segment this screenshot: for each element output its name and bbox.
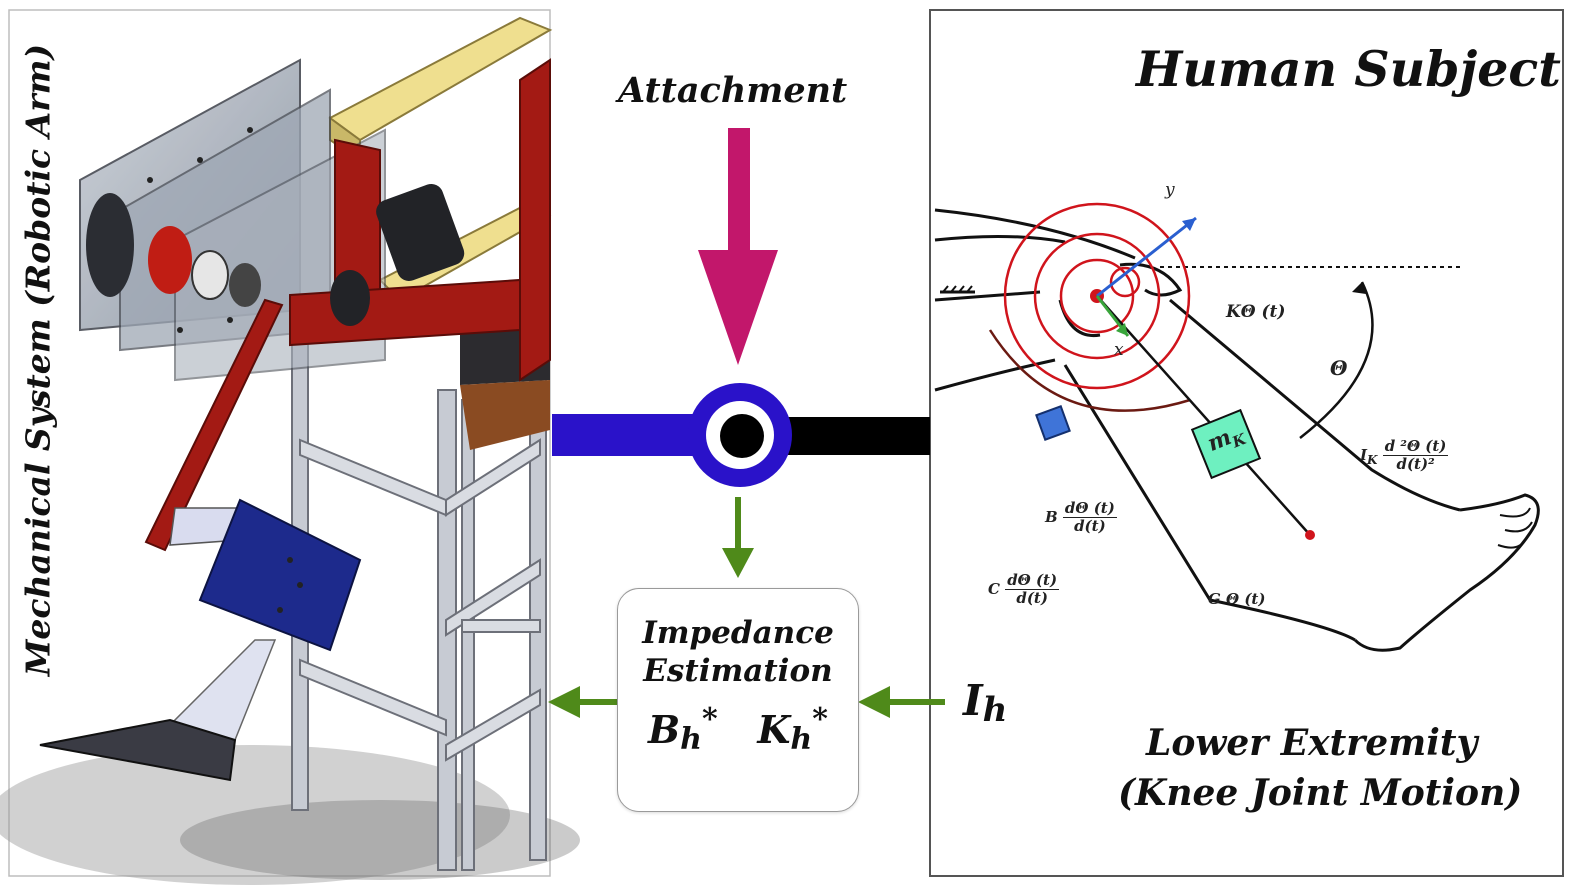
estimation-line2: Estimation bbox=[643, 653, 833, 689]
inertia-den: d(t)² bbox=[1396, 455, 1435, 474]
k-sup: * bbox=[812, 702, 828, 737]
stiffness-term: KΘ (t) bbox=[1226, 302, 1286, 322]
ih-main: I bbox=[963, 676, 983, 725]
b-main: B bbox=[648, 707, 681, 752]
inertia-num: d ²Θ (t) bbox=[1382, 437, 1449, 457]
damping-coeff: B bbox=[1045, 507, 1058, 526]
attachment-joint bbox=[552, 383, 930, 487]
b-sub: h bbox=[680, 722, 702, 757]
human-leg-illustration bbox=[929, 9, 1564, 877]
damping-num: dΘ (t) bbox=[1062, 499, 1117, 519]
human-subject-title: Human Subject bbox=[1136, 40, 1561, 98]
inertia-coeff: I bbox=[1360, 445, 1368, 464]
k-sub: h bbox=[790, 722, 813, 757]
b-sup: * bbox=[701, 702, 718, 737]
friction-coeff: C bbox=[988, 579, 1000, 598]
attachment-label: Attachment bbox=[618, 70, 848, 111]
flow-arrows bbox=[548, 497, 945, 718]
gravity-term: G Θ (t) bbox=[1208, 590, 1266, 608]
knee-joint-motion-label: (Knee Joint Motion) bbox=[1118, 772, 1523, 814]
damping-den: d(t) bbox=[1074, 517, 1106, 536]
friction-den: d(t) bbox=[1016, 589, 1048, 608]
friction-num: dΘ (t) bbox=[1005, 571, 1060, 591]
friction-term: C dΘ (t)d(t) bbox=[988, 571, 1060, 608]
axis-x-label: x bbox=[1114, 340, 1124, 360]
k-main: K bbox=[757, 707, 791, 752]
mechanical-system-label: Mechanical System (Robotic Arm) bbox=[18, 43, 58, 677]
robotic-arm-illustration bbox=[0, 9, 580, 885]
impedance-estimation-box: Impedance Estimation Bh* Kh* bbox=[617, 588, 859, 812]
lower-extremity-label: Lower Extremity bbox=[1146, 722, 1478, 764]
input-ih: Ih bbox=[963, 676, 1007, 730]
inertia-term: IK d ²Θ (t)d(t)² bbox=[1360, 437, 1449, 474]
estimation-line1: Impedance bbox=[642, 615, 834, 651]
damping-term: B dΘ (t)d(t) bbox=[1045, 499, 1117, 536]
angle-theta: Θ bbox=[1330, 356, 1348, 380]
axis-y-label: y bbox=[1165, 180, 1175, 200]
inertia-sub: K bbox=[1367, 452, 1378, 467]
estimated-parameters: Bh* Kh* bbox=[618, 702, 858, 757]
ih-sub: h bbox=[982, 690, 1008, 730]
attachment-arrow bbox=[698, 128, 778, 365]
